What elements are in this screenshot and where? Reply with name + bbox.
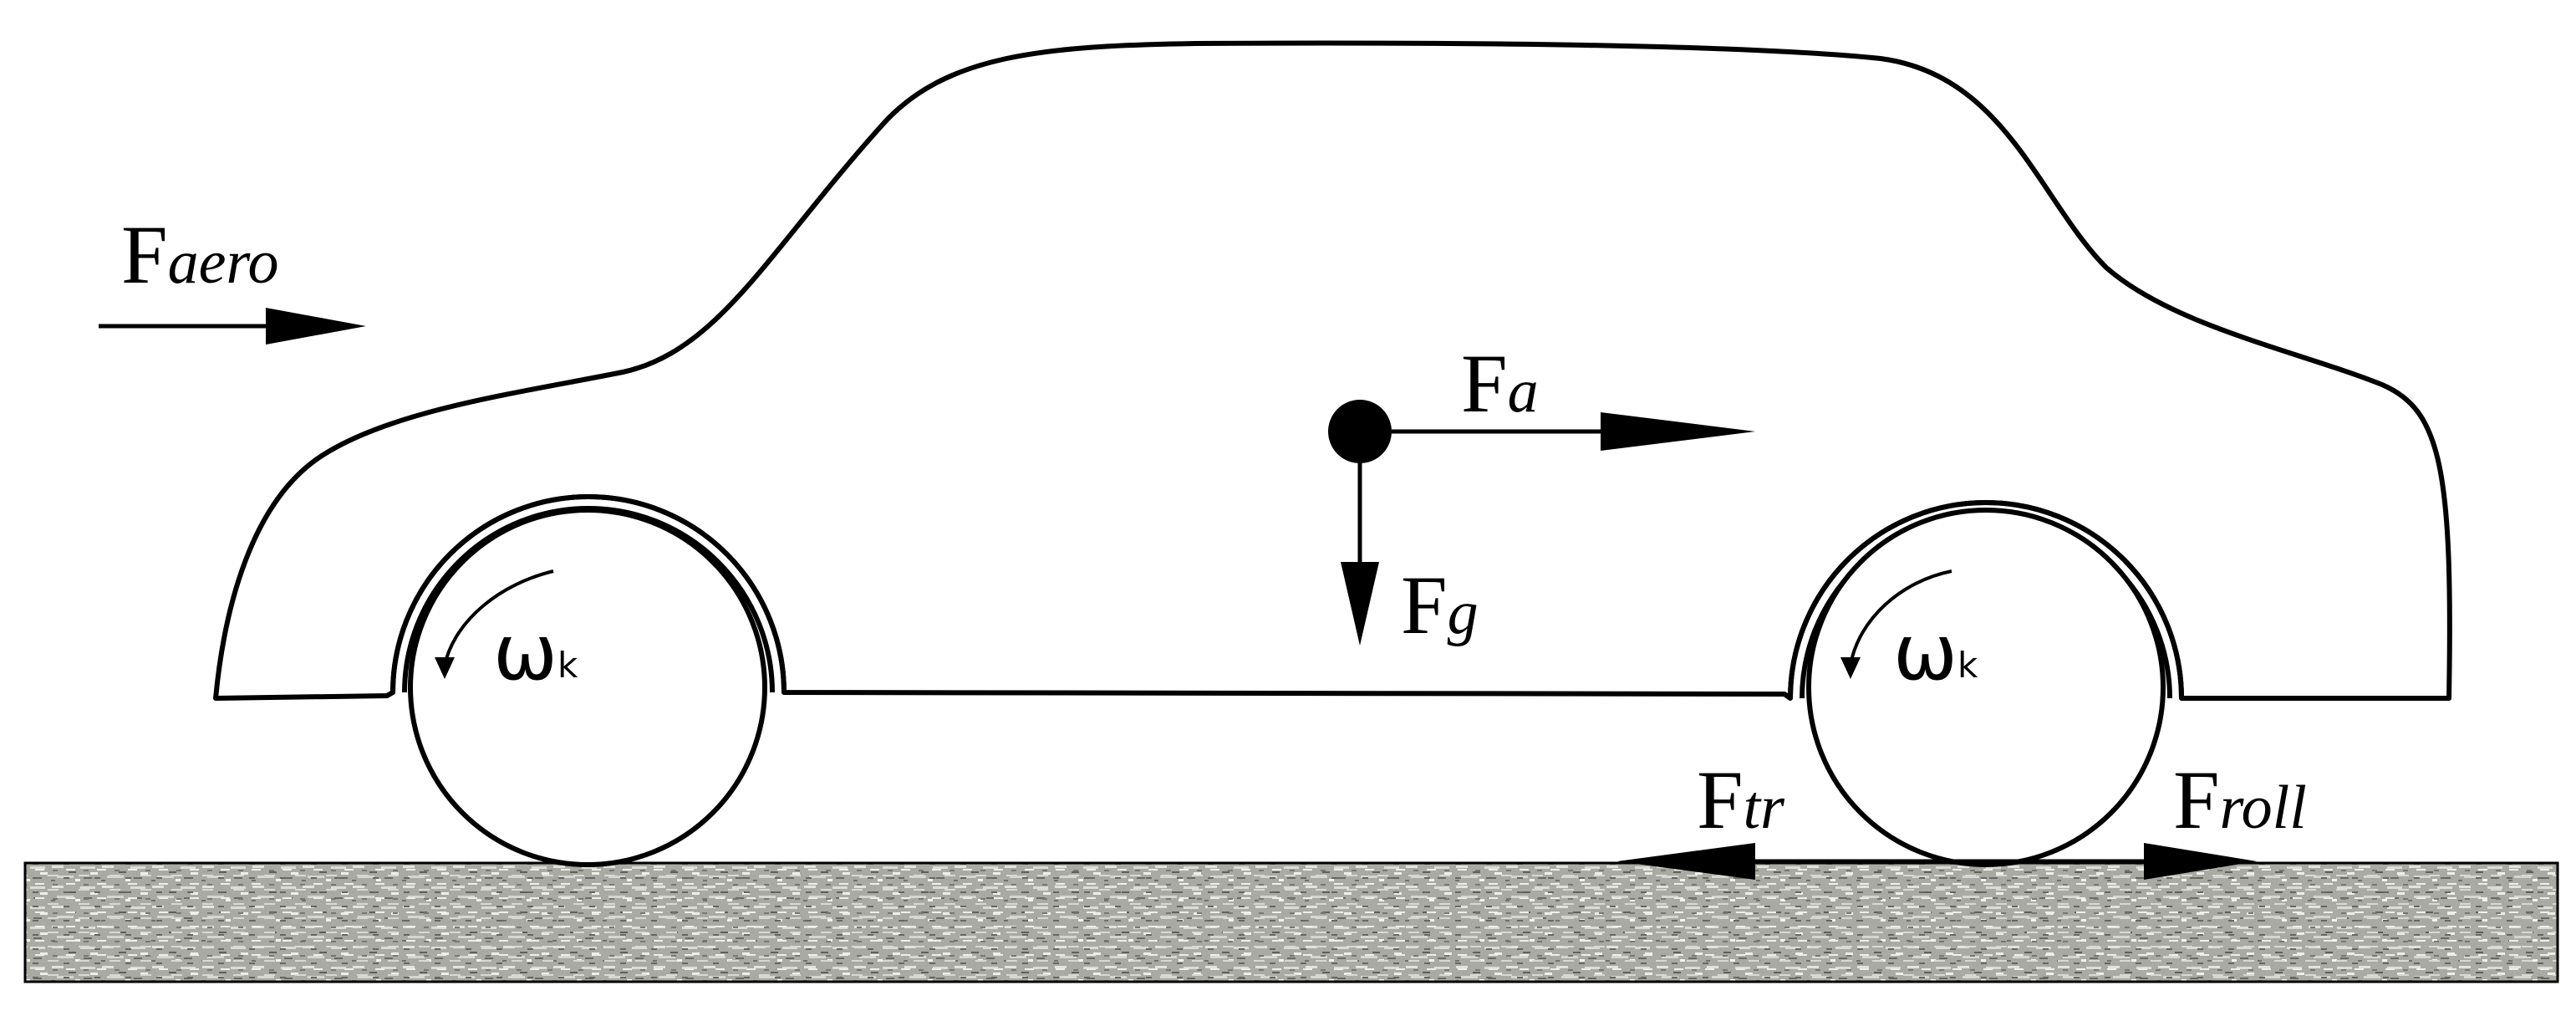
f-g-label: Fg bbox=[1401, 559, 1479, 651]
front-wheel bbox=[1788, 500, 2184, 867]
omega-front-label: ωk bbox=[1893, 608, 1978, 697]
curved-arrow-icon bbox=[1840, 569, 1952, 679]
f-tr-label: Ftr bbox=[1697, 753, 1785, 846]
road-surface bbox=[23, 861, 2559, 983]
f-a-label: Fa bbox=[1461, 337, 1539, 430]
f-a-arrow bbox=[1392, 412, 1755, 451]
omega-rear-label: ωk bbox=[493, 608, 578, 697]
f-roll-arrow bbox=[1986, 843, 2257, 880]
f-aero-label: Faero bbox=[121, 208, 279, 301]
f-roll-label: Froll bbox=[2173, 753, 2307, 846]
dot-icon bbox=[1328, 400, 1392, 463]
f-g-arrow bbox=[1341, 462, 1379, 646]
rear-wheel bbox=[390, 494, 787, 867]
f-aero-arrow bbox=[99, 308, 366, 345]
f-tr-arrow bbox=[1617, 843, 1986, 880]
curved-arrow-icon bbox=[435, 569, 554, 679]
